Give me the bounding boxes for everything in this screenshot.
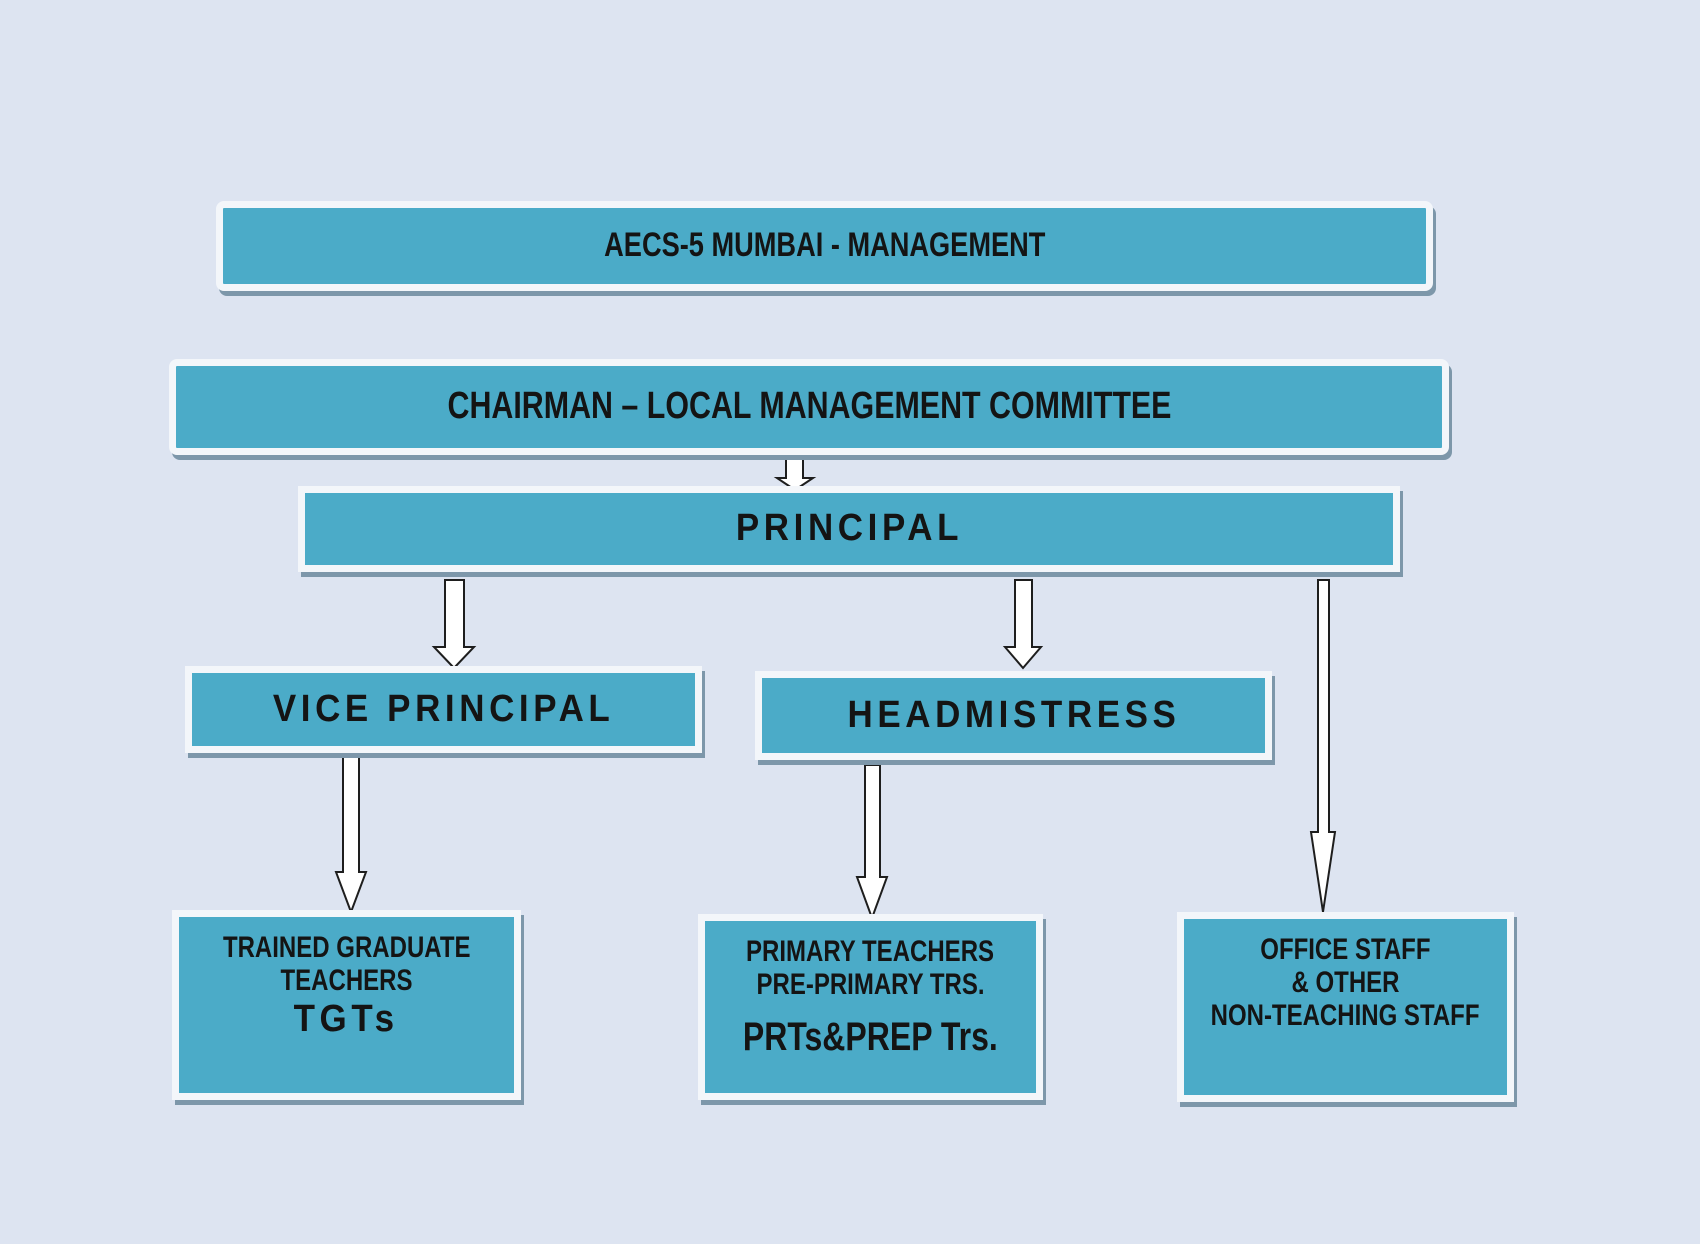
tgt-line2: TEACHERS bbox=[280, 964, 413, 997]
chairman-label: CHAIRMAN – LOCAL MANAGEMENT COMMITTEE bbox=[447, 385, 1171, 428]
arrow-vice-principal-to-tgt bbox=[334, 754, 368, 915]
principal-label: PRINCIPAL bbox=[735, 507, 963, 550]
management-label: AECS-5 MUMBAI - MANAGEMENT bbox=[603, 226, 1046, 265]
primary-abbr: PRTs&PREP Trs. bbox=[743, 1015, 998, 1059]
primary-box: PRIMARY TEACHERS PRE-PRIMARY TRS. PRTs&P… bbox=[698, 914, 1043, 1100]
primary-line2: PRE-PRIMARY TRS. bbox=[756, 968, 985, 1001]
arrow-principal-to-headmistress bbox=[1002, 579, 1044, 670]
vice-principal-label: VICE PRINCIPAL bbox=[272, 687, 615, 730]
office-line2: & OTHER bbox=[1291, 966, 1400, 999]
arrow-principal-to-office-staff bbox=[1309, 579, 1337, 913]
vice-principal-box: VICE PRINCIPAL bbox=[185, 666, 702, 753]
chairman-box: CHAIRMAN – LOCAL MANAGEMENT COMMITTEE bbox=[169, 359, 1449, 455]
office-line3: NON-TEACHING STAFF bbox=[1211, 999, 1480, 1032]
headmistress-label: HEADMISTRESS bbox=[847, 693, 1180, 736]
primary-line1: PRIMARY TEACHERS bbox=[746, 935, 995, 968]
office-staff-box: OFFICE STAFF & OTHER NON-TEACHING STAFF bbox=[1177, 912, 1514, 1102]
principal-box: PRINCIPAL bbox=[298, 486, 1400, 572]
tgt-box: TRAINED GRADUATE TEACHERS TGTs bbox=[172, 910, 521, 1100]
arrow-principal-to-vice-principal bbox=[431, 579, 477, 670]
arrow-headmistress-to-primary bbox=[855, 764, 889, 921]
arrow-chairman-to-principal bbox=[773, 456, 817, 492]
headmistress-box: HEADMISTRESS bbox=[755, 671, 1272, 760]
office-line1: OFFICE STAFF bbox=[1260, 933, 1431, 966]
management-box: AECS-5 MUMBAI - MANAGEMENT bbox=[216, 201, 1433, 291]
tgt-abbr: TGTs bbox=[293, 998, 400, 1040]
tgt-line1: TRAINED GRADUATE bbox=[222, 931, 471, 964]
